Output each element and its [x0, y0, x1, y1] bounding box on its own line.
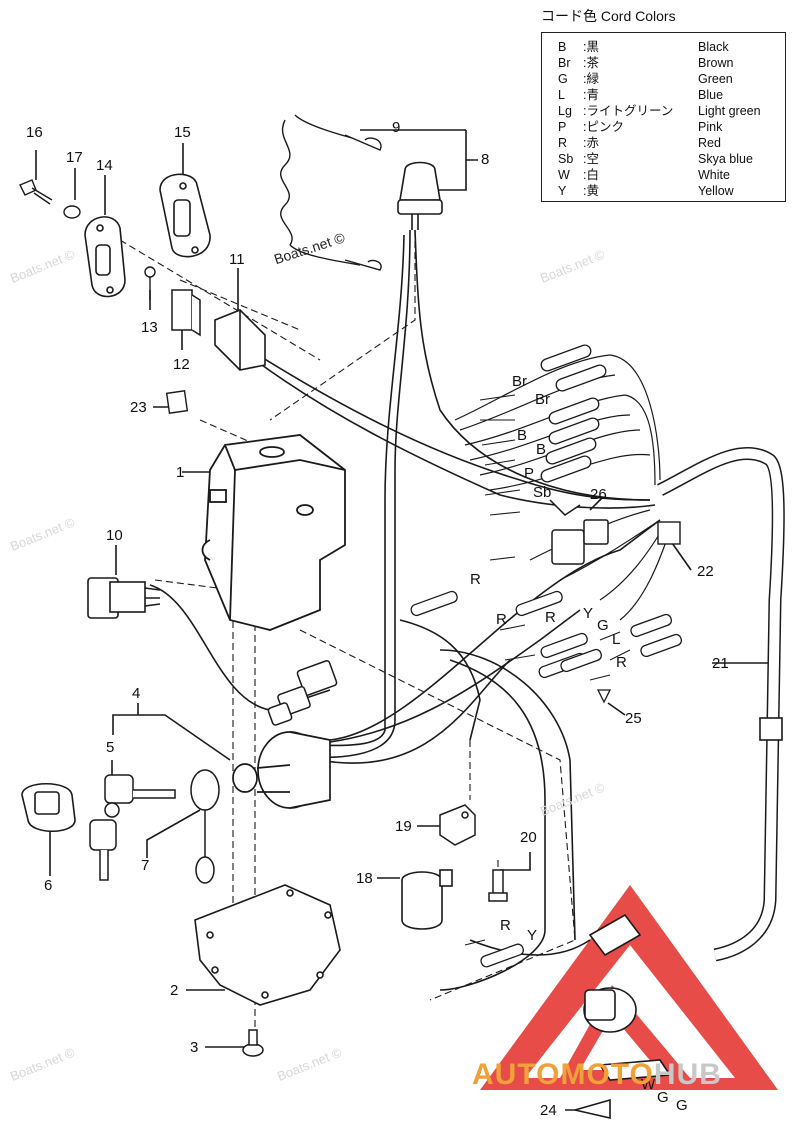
callout-19: 19: [395, 818, 412, 835]
clip-12: [171, 289, 201, 337]
clamp-19: [439, 804, 476, 846]
clip-25: [596, 689, 612, 704]
pad-23: [165, 390, 189, 414]
wire-label: P: [524, 465, 535, 482]
washer-17: [63, 205, 81, 219]
callout-2: 2: [170, 982, 179, 999]
callout-18: 18: [356, 870, 373, 887]
callout-22: 22: [697, 563, 714, 580]
callout-3: 3: [190, 1039, 199, 1056]
wire-label: R: [545, 609, 556, 626]
wire-label: R: [496, 611, 507, 628]
stop-switch-8: [397, 161, 443, 230]
wire-label: Sb: [533, 484, 552, 501]
callout-15: 15: [174, 124, 191, 141]
bolt-16: [19, 179, 53, 205]
wire-label: G: [597, 617, 609, 634]
callout-16: 16: [26, 124, 43, 141]
callout-17: 17: [66, 149, 83, 166]
legend-title: コード色 Cord Colors: [541, 8, 676, 24]
brand-part2: HUB: [653, 1058, 722, 1091]
wire-label: B: [517, 427, 528, 444]
callout-8: 8: [481, 151, 490, 168]
wire-label: R: [500, 917, 511, 934]
cover-6: [21, 783, 76, 832]
callout-12: 12: [173, 356, 190, 373]
wire-label: G: [657, 1089, 669, 1106]
brand-part1: AUTOMOTO: [472, 1058, 654, 1091]
callout-25: 25: [625, 710, 642, 727]
brand-logo-text: AUTOMOTOHUB: [472, 1058, 722, 1092]
wire-label: B: [536, 441, 547, 458]
wire-label: Br: [535, 391, 550, 408]
callout-13: 13: [141, 319, 158, 336]
callout-20: 20: [520, 829, 537, 846]
callout-6: 6: [44, 877, 53, 894]
wire-label: G: [676, 1097, 688, 1114]
screw-3: [242, 1029, 264, 1057]
callout-24: 24: [540, 1102, 557, 1119]
wire-label: Y: [583, 605, 594, 622]
connector-11: [214, 309, 266, 371]
connector-26: [549, 499, 609, 565]
plate-15: [159, 173, 211, 258]
lanyard-cord: [279, 114, 382, 271]
dashed-leader-lines: [119, 230, 576, 1030]
sleeve-18: [401, 869, 453, 930]
wire-label: R: [616, 654, 627, 671]
gasket-2: [194, 884, 341, 1006]
callout-11: 11: [229, 251, 245, 268]
screw-13: [144, 266, 156, 300]
callout-1: 1: [176, 464, 185, 481]
callout-10: 10: [106, 527, 123, 544]
key-switch-4: [232, 731, 331, 809]
callout-7: 7: [141, 857, 150, 874]
cap-7: [190, 769, 220, 884]
callout-26: 26: [590, 486, 607, 503]
wire-label: W: [641, 1076, 656, 1093]
pad-22: [657, 521, 681, 545]
callout-23: 23: [130, 399, 147, 416]
callout-5: 5: [106, 739, 115, 756]
connector-10: [87, 577, 161, 619]
callout-21: 21: [712, 655, 729, 672]
wire-label: Br: [512, 373, 527, 390]
harness-end: [574, 913, 672, 1120]
switch-box: [201, 434, 346, 631]
keys-5: [89, 774, 176, 881]
callout-14: 14: [96, 157, 113, 174]
wire-label: R: [470, 571, 481, 588]
wire-label: Y: [527, 927, 538, 944]
callout-9: 9: [392, 119, 401, 136]
callout-4: 4: [132, 685, 141, 702]
mid-connectors: [267, 660, 338, 726]
wire-label: L: [612, 631, 621, 648]
plate-14: [84, 216, 126, 298]
bolt-20: [488, 869, 508, 902]
